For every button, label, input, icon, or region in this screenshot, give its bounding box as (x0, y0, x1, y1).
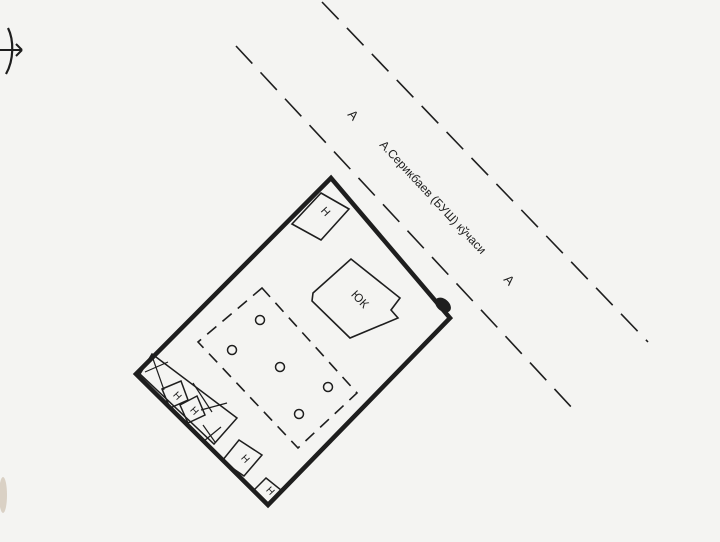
svg-text:Н: Н (318, 205, 332, 219)
section-marker-left: А (345, 107, 362, 124)
marker-circle (226, 344, 238, 356)
small-block-bottom-1: Н (220, 439, 264, 477)
north-arrow-icon (0, 27, 23, 75)
main-building: ЮК (311, 257, 402, 339)
street-edge-upper (321, 1, 649, 343)
marker-circle (274, 361, 286, 373)
marker-circle (322, 381, 334, 393)
dashed-zone (196, 286, 359, 450)
hatched-zone (139, 352, 239, 446)
svg-text:ЮК: ЮК (348, 288, 371, 312)
small-block-top: Н (290, 191, 351, 242)
svg-text:Н: Н (187, 405, 200, 418)
paper-smudge (0, 477, 7, 513)
marker-circle (254, 314, 266, 326)
entrance-marker-icon (435, 297, 451, 313)
svg-text:Н: Н (170, 390, 183, 403)
svg-text:Н: Н (238, 453, 251, 466)
marker-circle (293, 408, 305, 420)
small-block-bottom-2: Н (252, 476, 283, 505)
section-marker-right: А (501, 272, 518, 289)
street-edge-lower (235, 45, 575, 411)
plot-boundary (132, 174, 454, 509)
street-name-label: А.Серикбаев (БУШ) кўчаси (377, 138, 489, 257)
